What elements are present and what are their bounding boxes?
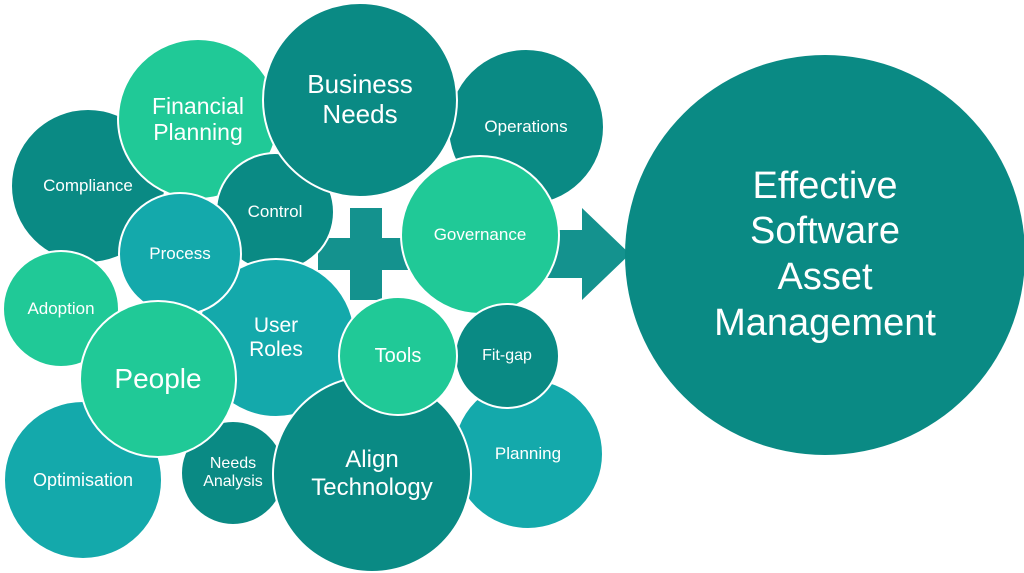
bubble-effective-software-asset-management: Effective Software Asset Management bbox=[625, 55, 1024, 455]
bubble-people: People bbox=[79, 300, 237, 458]
bubble-fit-gap: Fit-gap bbox=[454, 303, 560, 409]
bubble-governance: Governance bbox=[400, 155, 560, 315]
bubble-tools: Tools bbox=[338, 296, 458, 416]
bubble-business-needs: Business Needs bbox=[262, 2, 458, 198]
bubble-align-technology: Align Technology bbox=[272, 375, 472, 573]
bubble-process: Process bbox=[118, 192, 242, 316]
